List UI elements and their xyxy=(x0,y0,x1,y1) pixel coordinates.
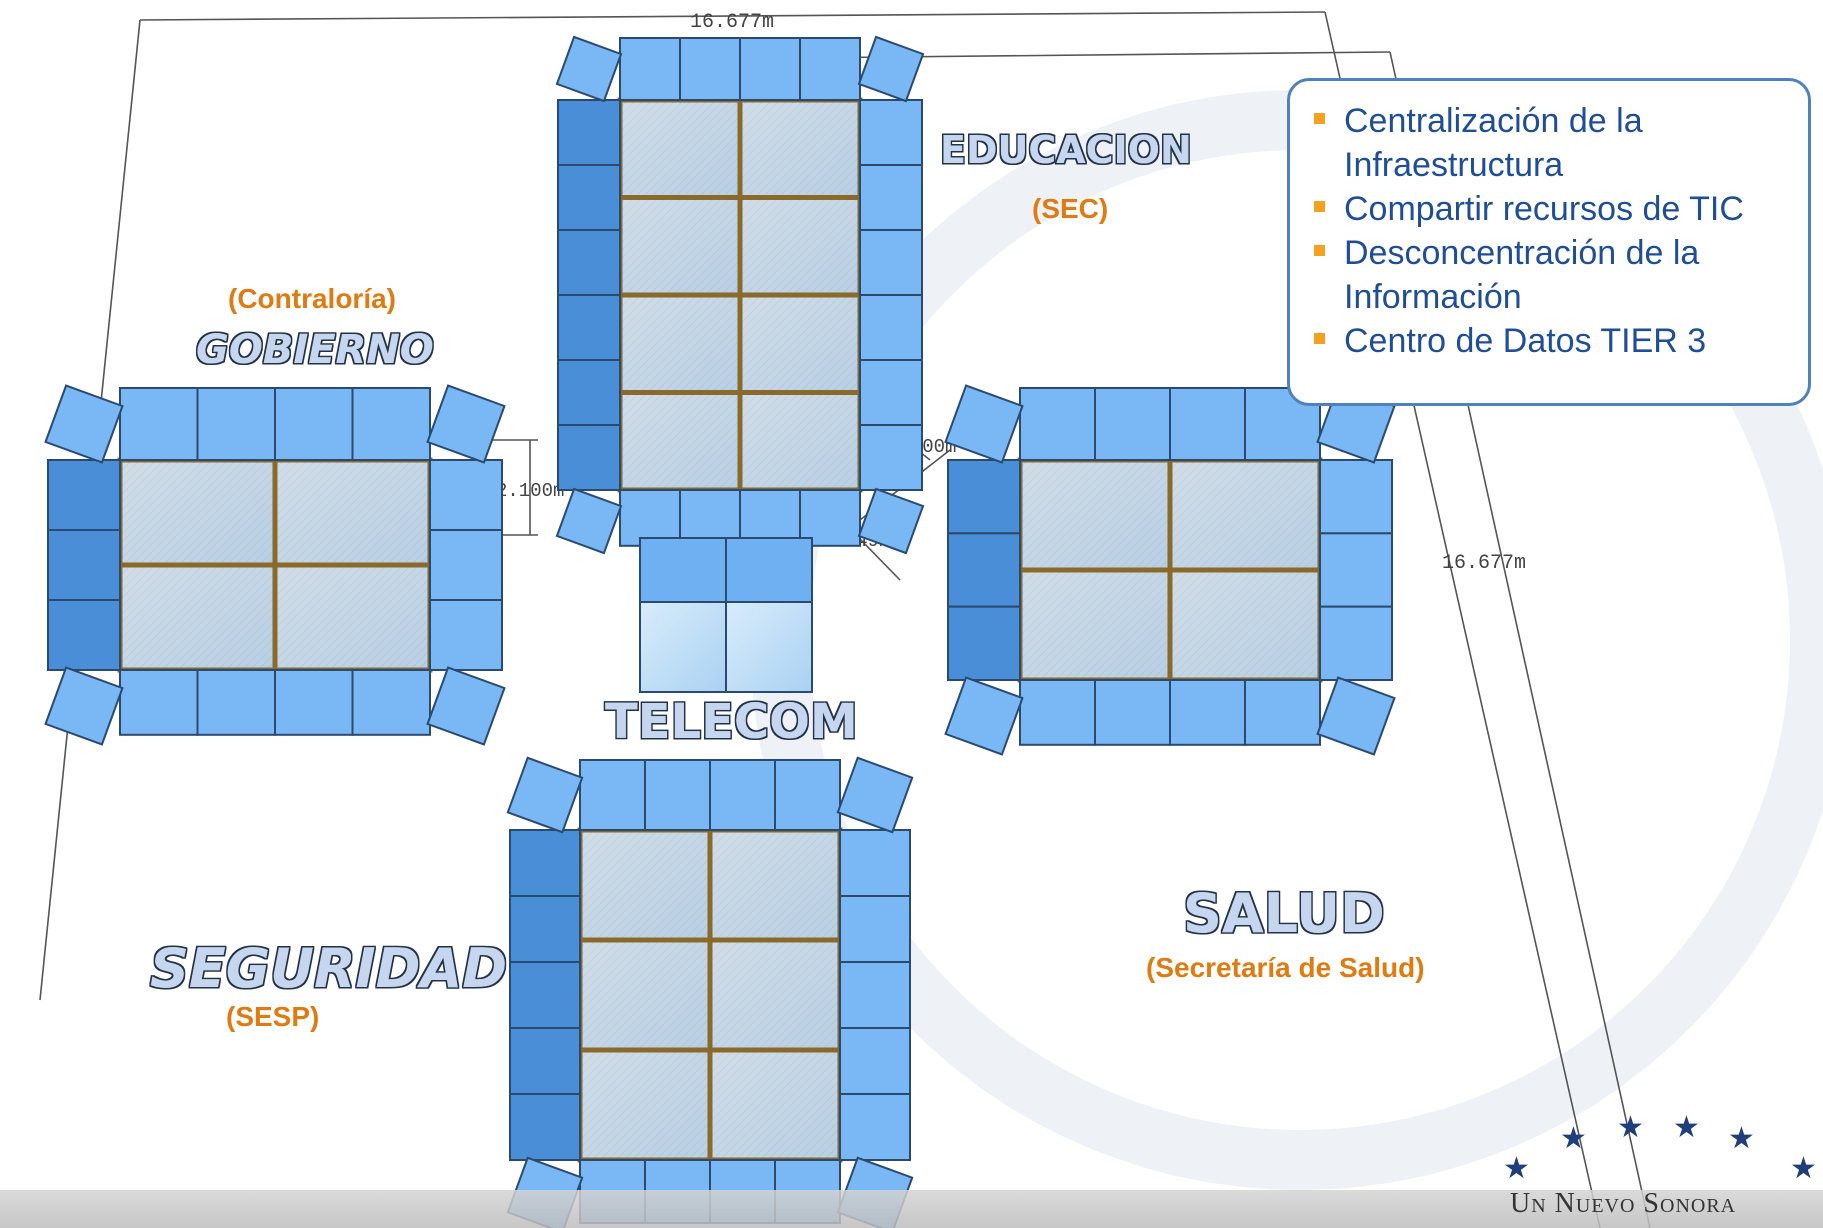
benefits-list: Centralización de la Infraestructura Com… xyxy=(1314,99,1788,363)
pod-seguridad xyxy=(506,756,914,1228)
svg-text:★: ★ xyxy=(1503,1151,1530,1186)
benefit-item: Centralización de la Infraestructura xyxy=(1314,99,1788,187)
svg-text:★: ★ xyxy=(1617,1110,1644,1145)
dim-module-height: 2.100m xyxy=(496,480,564,502)
logo-stars: ★ ★ ★ ★ ★ ★ xyxy=(1503,1110,1817,1186)
benefits-callout: Centralización de la Infraestructura Com… xyxy=(1287,78,1811,406)
pod-gobierno xyxy=(44,384,506,746)
pod-salud xyxy=(944,384,1396,756)
zone-org-salud: (Secretaría de Salud) xyxy=(1146,952,1425,983)
svg-text:★: ★ xyxy=(1673,1110,1700,1145)
dim-right-depth: 16.677m xyxy=(1442,552,1526,575)
svg-text:★: ★ xyxy=(1560,1121,1587,1156)
zone-org-seguridad: (SESP) xyxy=(226,1001,319,1032)
dim-top-width: 16.677m xyxy=(690,11,774,34)
pod-educacion xyxy=(555,35,925,555)
svg-text:★: ★ xyxy=(1728,1121,1755,1156)
footer-bar xyxy=(0,1190,1823,1228)
zone-label-salud: SALUD xyxy=(1183,882,1385,945)
svg-text:★: ★ xyxy=(1790,1151,1817,1186)
logo-un-nuevo-sonora: Un Nuevo Sonora xyxy=(1510,1188,1737,1219)
zone-label-seguridad: SEGURIDAD xyxy=(150,937,507,1000)
zone-label-educacion: EDUCACION xyxy=(940,128,1192,172)
benefit-item: Centro de Datos TIER 3 xyxy=(1314,319,1788,363)
benefit-item: Compartir recursos de TIC xyxy=(1314,187,1788,231)
benefit-item: Desconcentración de la Información xyxy=(1314,231,1788,319)
zone-label-gobierno: GOBIERNO xyxy=(196,327,434,373)
zone-org-educacion: (SEC) xyxy=(1032,193,1108,224)
zone-org-gobierno: (Contraloría) xyxy=(228,283,396,314)
zone-label-telecom: TELECOM xyxy=(605,694,858,750)
telecom-cabinet xyxy=(639,537,813,693)
